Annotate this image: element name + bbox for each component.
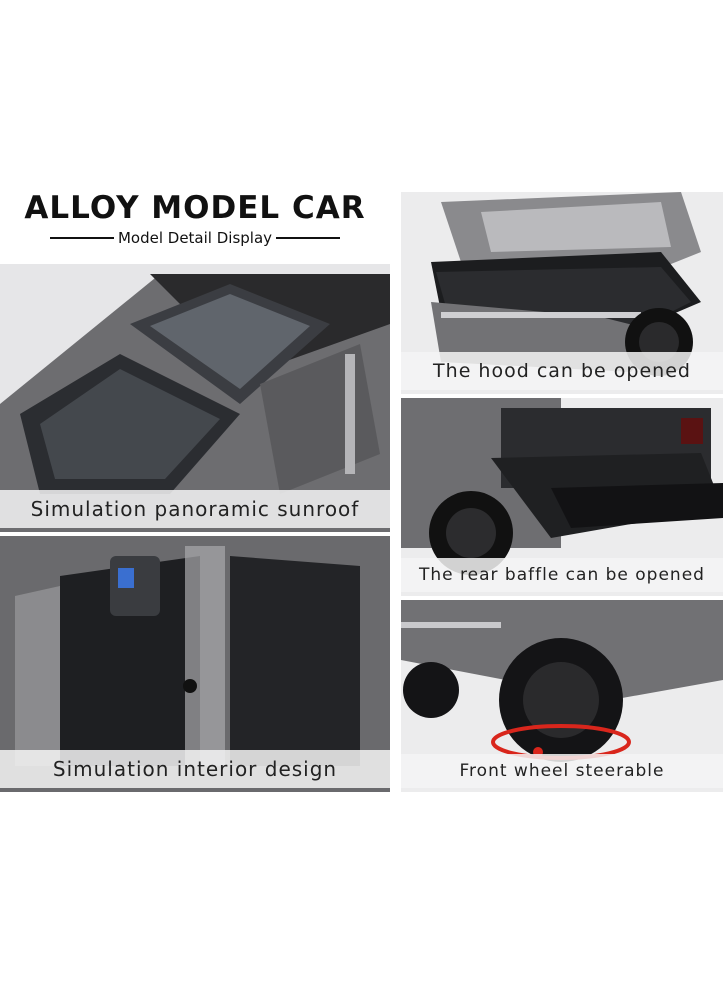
subtitle-row: Model Detail Display [50, 228, 340, 248]
rear-panel: The rear baffle can be opened [401, 398, 723, 596]
interior-photo [0, 536, 390, 792]
divider-right [276, 237, 340, 239]
wheel-caption: Front wheel steerable [401, 754, 723, 788]
sunroof-photo [0, 264, 390, 532]
sunroof-panel: Simulation panoramic sunroof [0, 264, 390, 532]
rear-caption: The rear baffle can be opened [401, 558, 723, 592]
interior-panel: Simulation interior design [0, 536, 390, 792]
divider-left [50, 237, 114, 239]
page-subtitle: Model Detail Display [117, 229, 273, 247]
hood-caption: The hood can be opened [401, 352, 723, 390]
interior-caption: Simulation interior design [0, 750, 390, 788]
page-title: ALLOY MODEL CAR [24, 190, 366, 226]
hood-panel: The hood can be opened [401, 192, 723, 394]
wheel-panel: Front wheel steerable [401, 600, 723, 792]
sunroof-caption: Simulation panoramic sunroof [0, 490, 390, 528]
